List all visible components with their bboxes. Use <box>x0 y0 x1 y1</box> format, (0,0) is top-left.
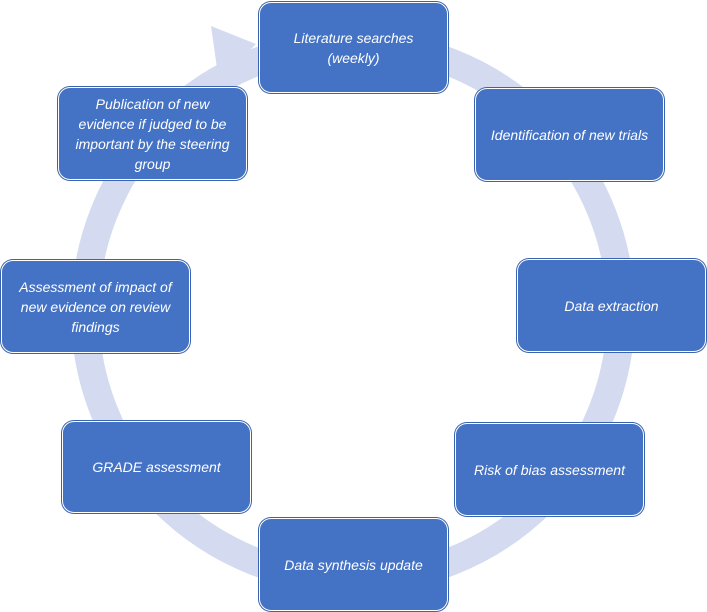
step-literature-searches: Literature searches (weekly) <box>259 2 448 93</box>
step-label: GRADE assessment <box>92 459 221 475</box>
step-label: Data extraction <box>564 297 659 314</box>
step-label: Data synthesis update <box>284 556 423 573</box>
step-label: Literature searches (weekly) <box>293 29 414 66</box>
step-risk-of-bias-assessment: Risk of bias assessment <box>455 423 644 516</box>
cycle-arrowhead-icon <box>211 26 256 82</box>
step-identification-of-new-trials: Identification of new trials <box>475 88 664 181</box>
step-grade-assessment: GRADE assessment <box>62 421 251 513</box>
step-label: Risk of bias assessment <box>474 461 625 478</box>
step-label: Publication of new evidence if judged to… <box>75 95 230 172</box>
step-publication-of-new-evidence: Publication of new evidence if judged to… <box>58 87 247 180</box>
step-label: Assessment of impact of new evidence on … <box>19 278 172 335</box>
step-assessment-of-impact: Assessment of impact of new evidence on … <box>1 260 190 353</box>
step-label: Identification of new trials <box>490 126 649 143</box>
step-data-synthesis-update: Data synthesis update <box>259 518 448 611</box>
step-data-extraction: Data extraction <box>517 259 706 352</box>
